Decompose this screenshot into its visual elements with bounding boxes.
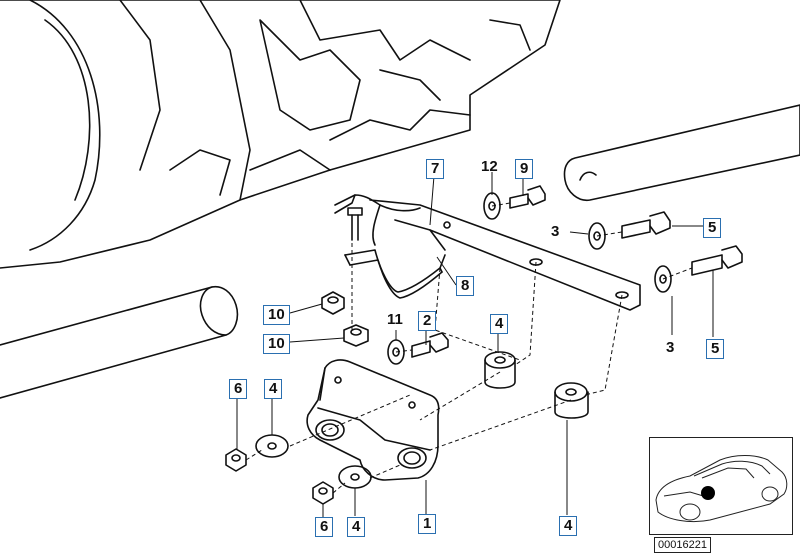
transmission-housing (0, 0, 561, 269)
nut-10-lower (343, 324, 369, 347)
callout-12[interactable]: 12 (481, 158, 498, 175)
exhaust-pipe-right (563, 104, 800, 202)
vehicle-locator-inset (649, 437, 793, 535)
callout-10-lower[interactable]: 10 (263, 334, 290, 354)
bolt-9 (509, 185, 546, 209)
clamp-8 (334, 194, 446, 299)
callout-4-left[interactable]: 4 (264, 379, 283, 399)
mount-4-right (554, 382, 589, 419)
car-outline-icon (655, 455, 788, 523)
callout-7[interactable]: 7 (426, 159, 445, 179)
callout-3-upper[interactable]: 3 (551, 223, 560, 240)
nut-10-upper (321, 291, 345, 315)
mount-4-upper (484, 351, 516, 389)
carrier-plate-1 (306, 359, 440, 481)
callout-5-upper[interactable]: 5 (703, 218, 722, 238)
callout-4-right[interactable]: 4 (559, 516, 578, 536)
callout-10-upper[interactable]: 10 (263, 305, 290, 325)
exhaust-pipe-left (0, 285, 239, 399)
callout-1[interactable]: 1 (418, 514, 437, 534)
callout-11[interactable]: 11 (387, 311, 403, 328)
bolt-5-lower (691, 245, 743, 276)
callout-2[interactable]: 2 (418, 311, 437, 331)
diagram-code: 00016221 (654, 537, 711, 553)
washer-3-upper (588, 222, 606, 250)
callout-8[interactable]: 8 (456, 276, 475, 296)
callout-3-lower[interactable]: 3 (666, 339, 675, 356)
callout-6-left[interactable]: 6 (229, 379, 248, 399)
washer-3-lower (654, 265, 672, 293)
callout-5-lower[interactable]: 5 (706, 339, 725, 359)
washer-4-left (255, 434, 289, 458)
callout-6-lower[interactable]: 6 (315, 517, 334, 537)
bolt-5-upper (621, 211, 671, 239)
nut-6-lower (312, 481, 334, 505)
bolt-2 (411, 332, 449, 358)
washer-4-lower (338, 465, 372, 489)
callout-4-lower[interactable]: 4 (347, 517, 366, 537)
callout-4-upper[interactable]: 4 (490, 314, 509, 334)
callout-9[interactable]: 9 (515, 159, 534, 179)
nut-6-left (225, 448, 247, 472)
bracket-7 (369, 199, 641, 311)
